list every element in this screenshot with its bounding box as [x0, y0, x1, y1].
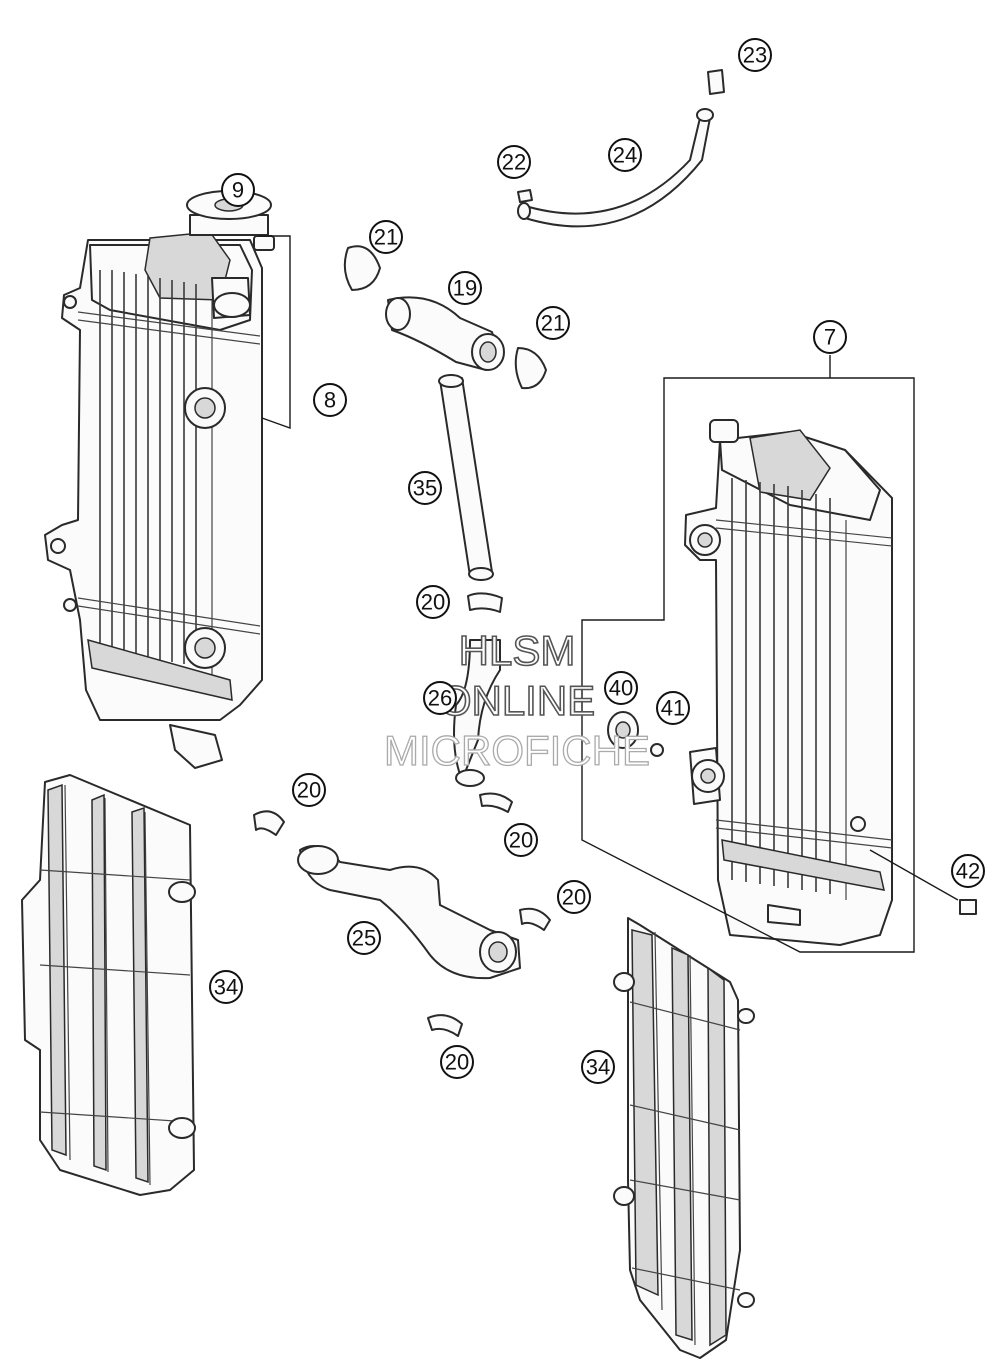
callout-34-right[interactable]: 34 — [581, 1050, 615, 1084]
callout-20-right[interactable]: 20 — [557, 880, 591, 914]
watermark-line2: ONLINE — [439, 677, 595, 724]
callout-8[interactable]: 8 — [313, 383, 347, 417]
callout-25-label: 25 — [352, 926, 376, 951]
callout-41-label: 41 — [661, 696, 685, 721]
callout-34-right-label: 34 — [586, 1055, 610, 1080]
callout-23[interactable]: 23 — [738, 38, 772, 72]
right-shroud — [613, 917, 755, 1359]
callout-21-top[interactable]: 21 — [369, 220, 403, 254]
callout-8-label: 8 — [324, 388, 336, 413]
callout-21-right-label: 21 — [541, 311, 565, 336]
callout-21-right[interactable]: 21 — [536, 306, 570, 340]
callout-7[interactable]: 7 — [813, 320, 847, 354]
y-piece-hose — [343, 245, 547, 390]
callout-20-left-label: 20 — [297, 778, 321, 803]
bushing-parts — [607, 711, 977, 915]
watermark: HLSM ONLINE MICROFICHE — [383, 626, 650, 774]
callout-24-label: 24 — [613, 143, 637, 168]
callout-35[interactable]: 35 — [408, 471, 442, 505]
callout-20-bottom-label: 20 — [445, 1050, 469, 1075]
callout-20-bottom[interactable]: 20 — [440, 1045, 474, 1079]
callout-23-label: 23 — [743, 43, 767, 68]
callout-20-mid-label: 20 — [509, 828, 533, 853]
callout-21-top-label: 21 — [374, 225, 398, 250]
callout-9-label: 9 — [232, 178, 244, 203]
callout-34-left[interactable]: 34 — [209, 970, 243, 1004]
callout-7-label: 7 — [824, 325, 836, 350]
callout-22[interactable]: 22 — [497, 145, 531, 179]
callout-26-label: 26 — [428, 686, 452, 711]
callout-25[interactable]: 25 — [347, 921, 381, 955]
callout-20-upper[interactable]: 20 — [416, 585, 450, 619]
lower-hoses — [253, 592, 551, 1037]
callout-26[interactable]: 26 — [423, 681, 457, 715]
breather-hose — [517, 69, 725, 228]
callout-40-label: 40 — [609, 676, 633, 701]
callout-42-label: 42 — [956, 859, 980, 884]
straight-tube — [438, 374, 494, 581]
callout-22-label: 22 — [502, 150, 526, 175]
callout-24[interactable]: 24 — [608, 138, 642, 172]
callout-41[interactable]: 41 — [656, 691, 690, 725]
right-radiator — [581, 355, 959, 953]
callout-19[interactable]: 19 — [448, 271, 482, 305]
callout-20-upper-label: 20 — [421, 590, 445, 615]
callout-9[interactable]: 9 — [221, 173, 255, 207]
left-radiator — [44, 190, 291, 769]
callout-34-left-label: 34 — [214, 975, 238, 1000]
callout-20-left[interactable]: 20 — [292, 773, 326, 807]
callout-40[interactable]: 40 — [604, 671, 638, 705]
callout-35-label: 35 — [413, 476, 437, 501]
callout-42[interactable]: 42 — [951, 854, 985, 888]
watermark-line1: HLSM — [459, 627, 576, 674]
left-shroud — [21, 774, 196, 1196]
watermark-line3: MICROFICHE — [384, 727, 650, 774]
callout-20-mid[interactable]: 20 — [504, 823, 538, 857]
callout-20-right-label: 20 — [562, 885, 586, 910]
callout-19-label: 19 — [453, 276, 477, 301]
